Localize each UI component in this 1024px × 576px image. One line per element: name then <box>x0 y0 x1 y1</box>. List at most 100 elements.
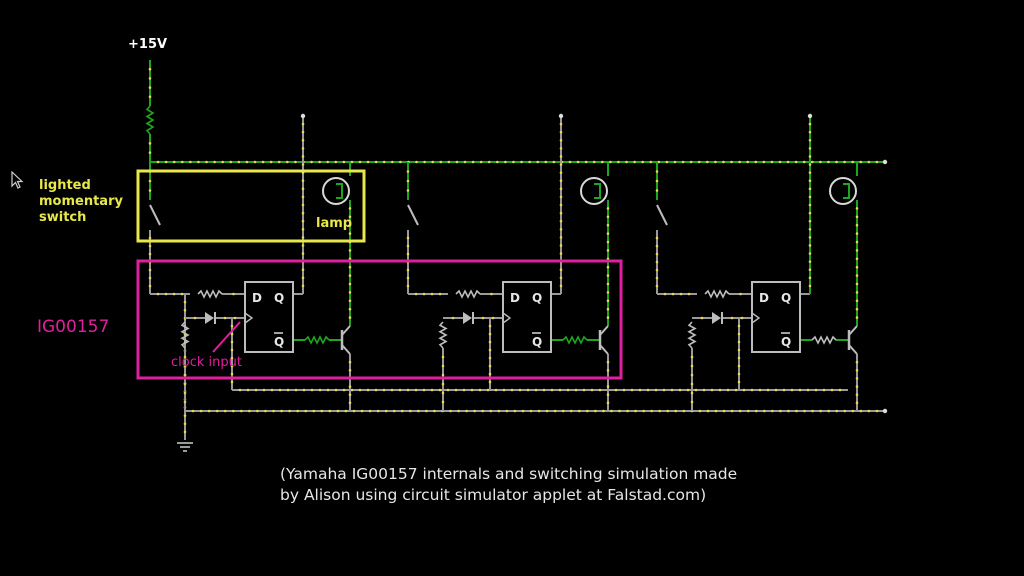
flip-flop-q-label: Q <box>532 291 542 305</box>
current-dot <box>232 292 235 296</box>
current-dot <box>606 265 610 269</box>
current-dot <box>348 360 352 364</box>
current-dot <box>838 388 842 392</box>
current-dot <box>231 409 235 413</box>
current-dot <box>671 292 675 296</box>
current-dot <box>594 409 597 413</box>
current-dot <box>301 211 305 215</box>
ground-rail <box>185 409 885 413</box>
clock-wire <box>473 316 503 320</box>
current-dot <box>221 160 224 164</box>
current-dot <box>855 360 859 364</box>
current-dot <box>294 160 297 164</box>
current-dot <box>808 284 812 288</box>
current-dot <box>348 291 352 294</box>
current-dot <box>197 160 200 164</box>
current-dot <box>778 160 782 164</box>
current-dot <box>568 160 572 164</box>
current-dot <box>488 332 492 336</box>
current-dot <box>384 409 388 413</box>
current-dot <box>794 160 798 164</box>
current-dot <box>406 244 410 248</box>
current-dot <box>606 274 610 277</box>
current-dot <box>559 236 563 239</box>
current-dot <box>430 292 434 296</box>
switch-top-wire <box>406 162 410 200</box>
current-dot <box>835 409 839 413</box>
current-dot <box>561 409 565 413</box>
current-dot <box>408 409 412 413</box>
current-dot <box>183 300 187 304</box>
current-dot <box>148 77 152 80</box>
flip-flop-q-label: Q <box>274 291 284 305</box>
current-dot <box>471 160 475 164</box>
current-dot <box>526 388 530 392</box>
current-dot <box>446 388 450 392</box>
current-dot <box>690 364 694 368</box>
wire-node <box>882 159 888 165</box>
current-dot <box>536 160 539 164</box>
current-dot <box>374 388 378 392</box>
current-dot <box>626 409 629 413</box>
current-dot <box>478 388 482 392</box>
current-dot <box>240 409 243 413</box>
current-dot <box>670 388 674 392</box>
current-dot <box>348 282 352 286</box>
current-dot <box>855 232 859 235</box>
current-dot <box>559 138 563 142</box>
current-dot <box>855 385 859 388</box>
clock-wire <box>185 316 205 320</box>
current-dot <box>690 382 694 386</box>
current-dot <box>855 265 859 269</box>
current-dot <box>700 316 704 320</box>
current-dot <box>454 388 458 392</box>
current-dot <box>358 388 362 392</box>
current-dot <box>491 316 495 320</box>
current-dot <box>301 179 305 183</box>
current-dot <box>334 160 338 164</box>
current-dot <box>843 160 846 164</box>
current-dot <box>172 292 176 296</box>
current-dot <box>830 388 834 392</box>
lamp-icon <box>580 177 608 205</box>
wires <box>145 60 888 452</box>
current-dot <box>559 203 563 207</box>
current-dot <box>598 388 602 392</box>
current-dot <box>855 215 859 219</box>
current-dot <box>655 260 659 264</box>
current-dot <box>662 388 666 392</box>
current-dot <box>189 160 192 164</box>
current-dot <box>318 388 322 392</box>
current-dot <box>678 388 682 392</box>
current-dot <box>481 316 485 320</box>
current-dot <box>422 388 426 392</box>
current-dot <box>606 282 610 286</box>
current-dot <box>642 409 645 413</box>
input-wire <box>657 292 697 296</box>
current-dot <box>690 400 694 404</box>
current-dot <box>336 409 340 413</box>
current-dot <box>786 160 790 164</box>
current-dot <box>230 348 234 352</box>
current-dot <box>722 409 726 413</box>
current-dot <box>181 160 184 164</box>
current-dot <box>694 388 698 392</box>
current-dot <box>606 360 610 364</box>
current-dot <box>348 274 352 277</box>
current-dot <box>301 195 305 199</box>
clock-wire <box>737 318 741 390</box>
current-dot <box>690 355 694 359</box>
current-dot <box>286 160 289 164</box>
resistor-icon <box>438 321 448 349</box>
current-dot <box>606 368 610 372</box>
current-dot <box>574 388 578 392</box>
switch-icon <box>407 204 419 226</box>
positive-rail <box>150 160 885 164</box>
current-dot <box>288 409 291 413</box>
current-dot <box>559 163 563 166</box>
current-dot <box>819 409 822 413</box>
current-dot <box>183 400 187 404</box>
diode-icon <box>463 312 472 324</box>
current-dot <box>301 122 305 126</box>
